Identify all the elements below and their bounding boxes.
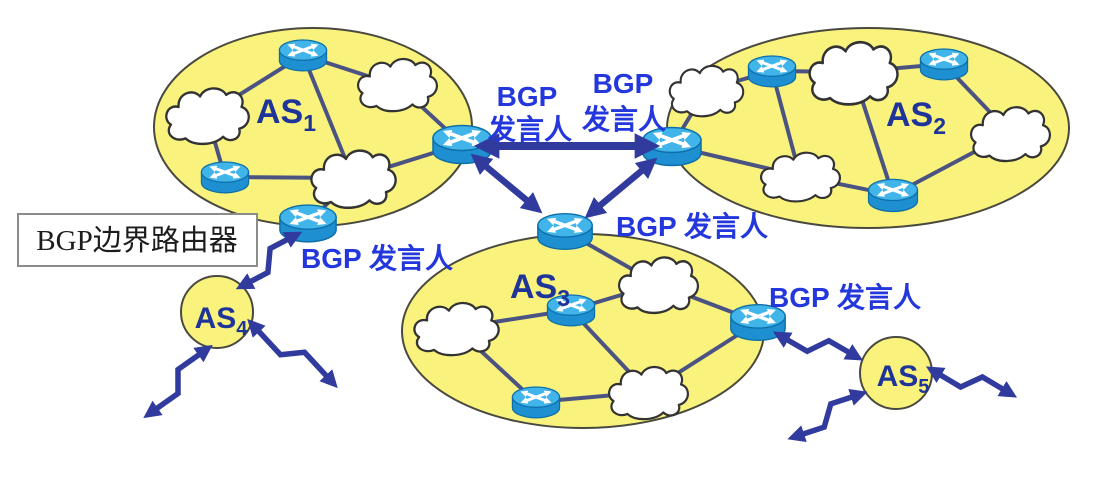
as2-label-base: AS [886,96,933,134]
router-icon [748,56,795,87]
as1-label-base: AS [256,93,303,131]
router-icon [869,179,918,211]
as5-label-base: AS [877,360,919,393]
router-icon [920,49,967,80]
external-connection-arrow [772,331,864,361]
network-cloud-icon [668,64,745,118]
as2-label-sub: 2 [933,113,946,139]
external-connection-arrow [925,366,1018,398]
router-icon [279,40,326,71]
bgp-session-arrow [584,157,658,219]
external-connection-arrow [787,388,868,443]
bgp-speaker-label-as2-line2: 发言人 [581,103,666,135]
as4-label-base: AS [195,302,237,335]
external-connection-arrow [247,318,338,389]
as3-label-base: AS [510,268,557,306]
bgp-speaker-label-as1-bottom: BGP 发言人 [301,242,453,274]
as5-label: AS5 [877,360,930,398]
as1-label: AS1 [256,93,316,136]
as1-label-sub: 1 [303,110,316,136]
bgp-speaker-label-as1-line2: 发言人 [487,113,572,145]
as5-label-sub: 5 [918,376,929,398]
bgp-speaker-router-icon [538,214,592,250]
router-icon [512,387,559,418]
border-router-label-box [17,213,258,267]
as3-label: AS3 [510,268,570,311]
external-connection-arrow [235,231,303,290]
as4-label-sub: 4 [236,318,248,340]
bgp-session-arrow [470,153,543,214]
as-region-as4 [180,275,254,349]
as3-label-sub: 3 [557,285,570,311]
router-icon [201,162,248,193]
bgp-speaker-label-as2-line1: BGP [593,68,654,99]
border-router-label: BGP边界路由器 [36,224,237,257]
bgp-speaker-label-as3-top: BGP 发言人 [616,210,768,242]
bgp-speaker-label-as1-line1: BGP [497,81,558,112]
as4-label: AS4 [195,302,249,340]
bgp-speaker-label-as3-right: BGP 发言人 [769,281,921,313]
as2-label: AS2 [886,96,946,139]
bgp-speaker-router-icon [433,126,491,164]
external-connection-arrow [143,344,213,419]
